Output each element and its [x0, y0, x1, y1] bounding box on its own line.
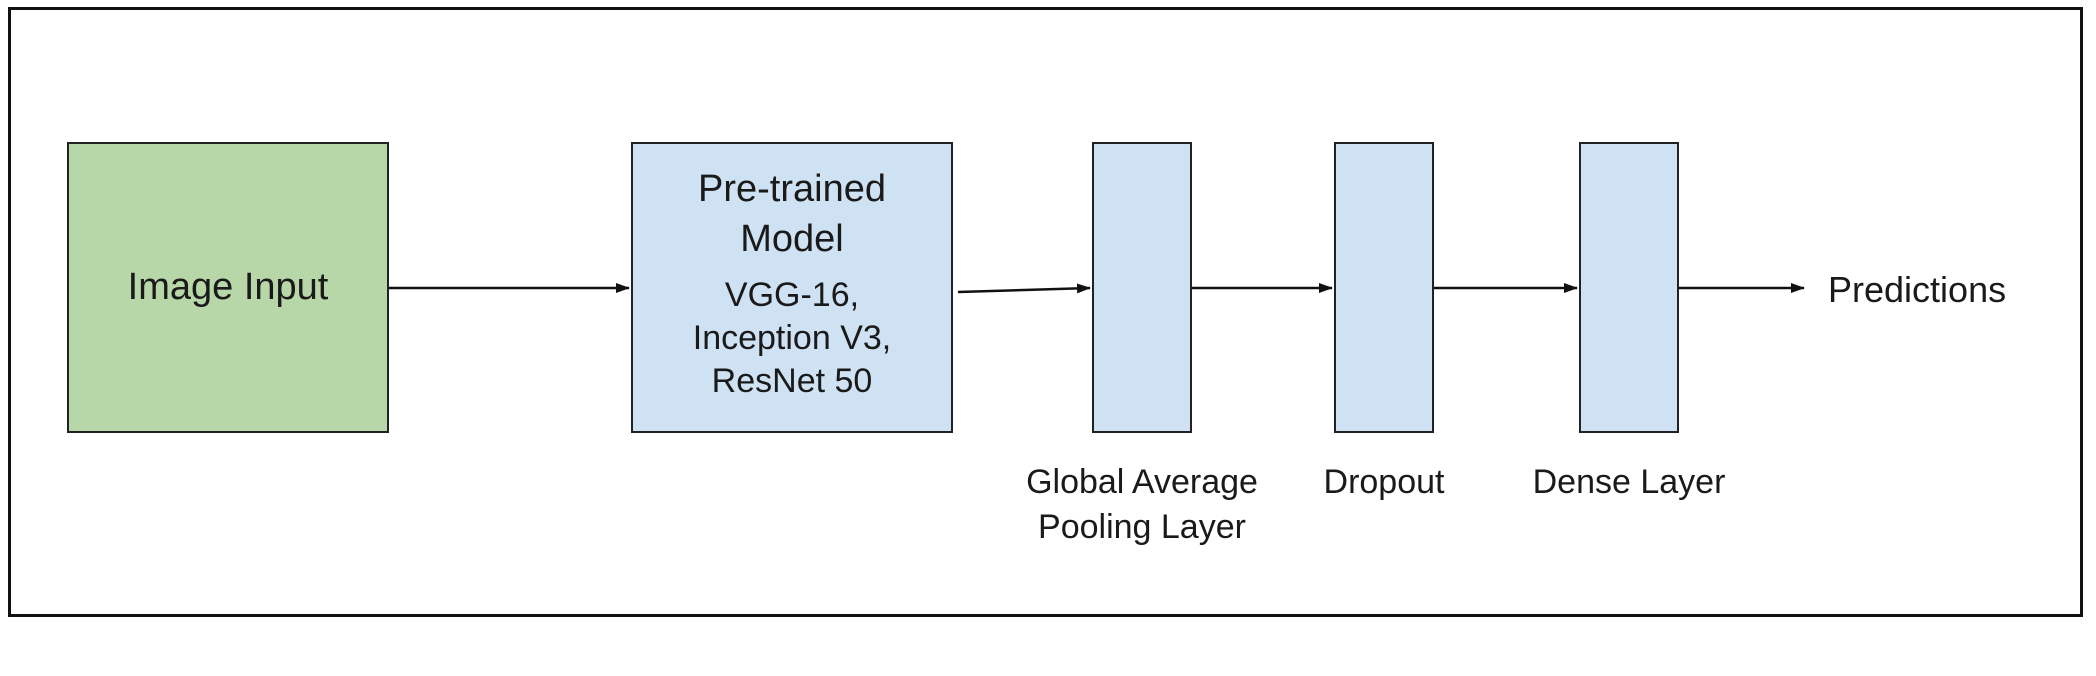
predictions-label: Predictions [1828, 269, 2007, 310]
model-title-line: Model [740, 218, 844, 260]
dropout-label: Dropout [1323, 463, 1445, 501]
arrow-model-to-gap [957, 283, 1091, 294]
image-input-box: Image Input [67, 142, 389, 433]
model-title-line: Pre-trained [698, 168, 886, 210]
dense-layer-box [1579, 142, 1679, 433]
pretrained-model-box: Pre-trained Model VGG-16, Inception V3, … [631, 142, 953, 433]
gap-label-line: Global Average [1026, 463, 1258, 501]
pretrained-model-title: Pre-trained Model [698, 164, 886, 264]
global-average-pooling-box [1092, 142, 1192, 433]
model-variant: Inception V3, [692, 319, 892, 357]
global-average-pooling-label: Global Average Pooling Layer [1002, 460, 1282, 550]
dropout-box [1334, 142, 1434, 433]
image-input-label: Image Input [127, 265, 329, 308]
dense-layer-label: Dense Layer [1532, 463, 1726, 501]
gap-label-line: Pooling Layer [1038, 508, 1246, 546]
model-variant-list: VGG-16, Inception V3, ResNet 50 [693, 274, 891, 403]
model-variant: VGG-16, [724, 276, 860, 314]
model-variant: ResNet 50 [711, 362, 873, 400]
